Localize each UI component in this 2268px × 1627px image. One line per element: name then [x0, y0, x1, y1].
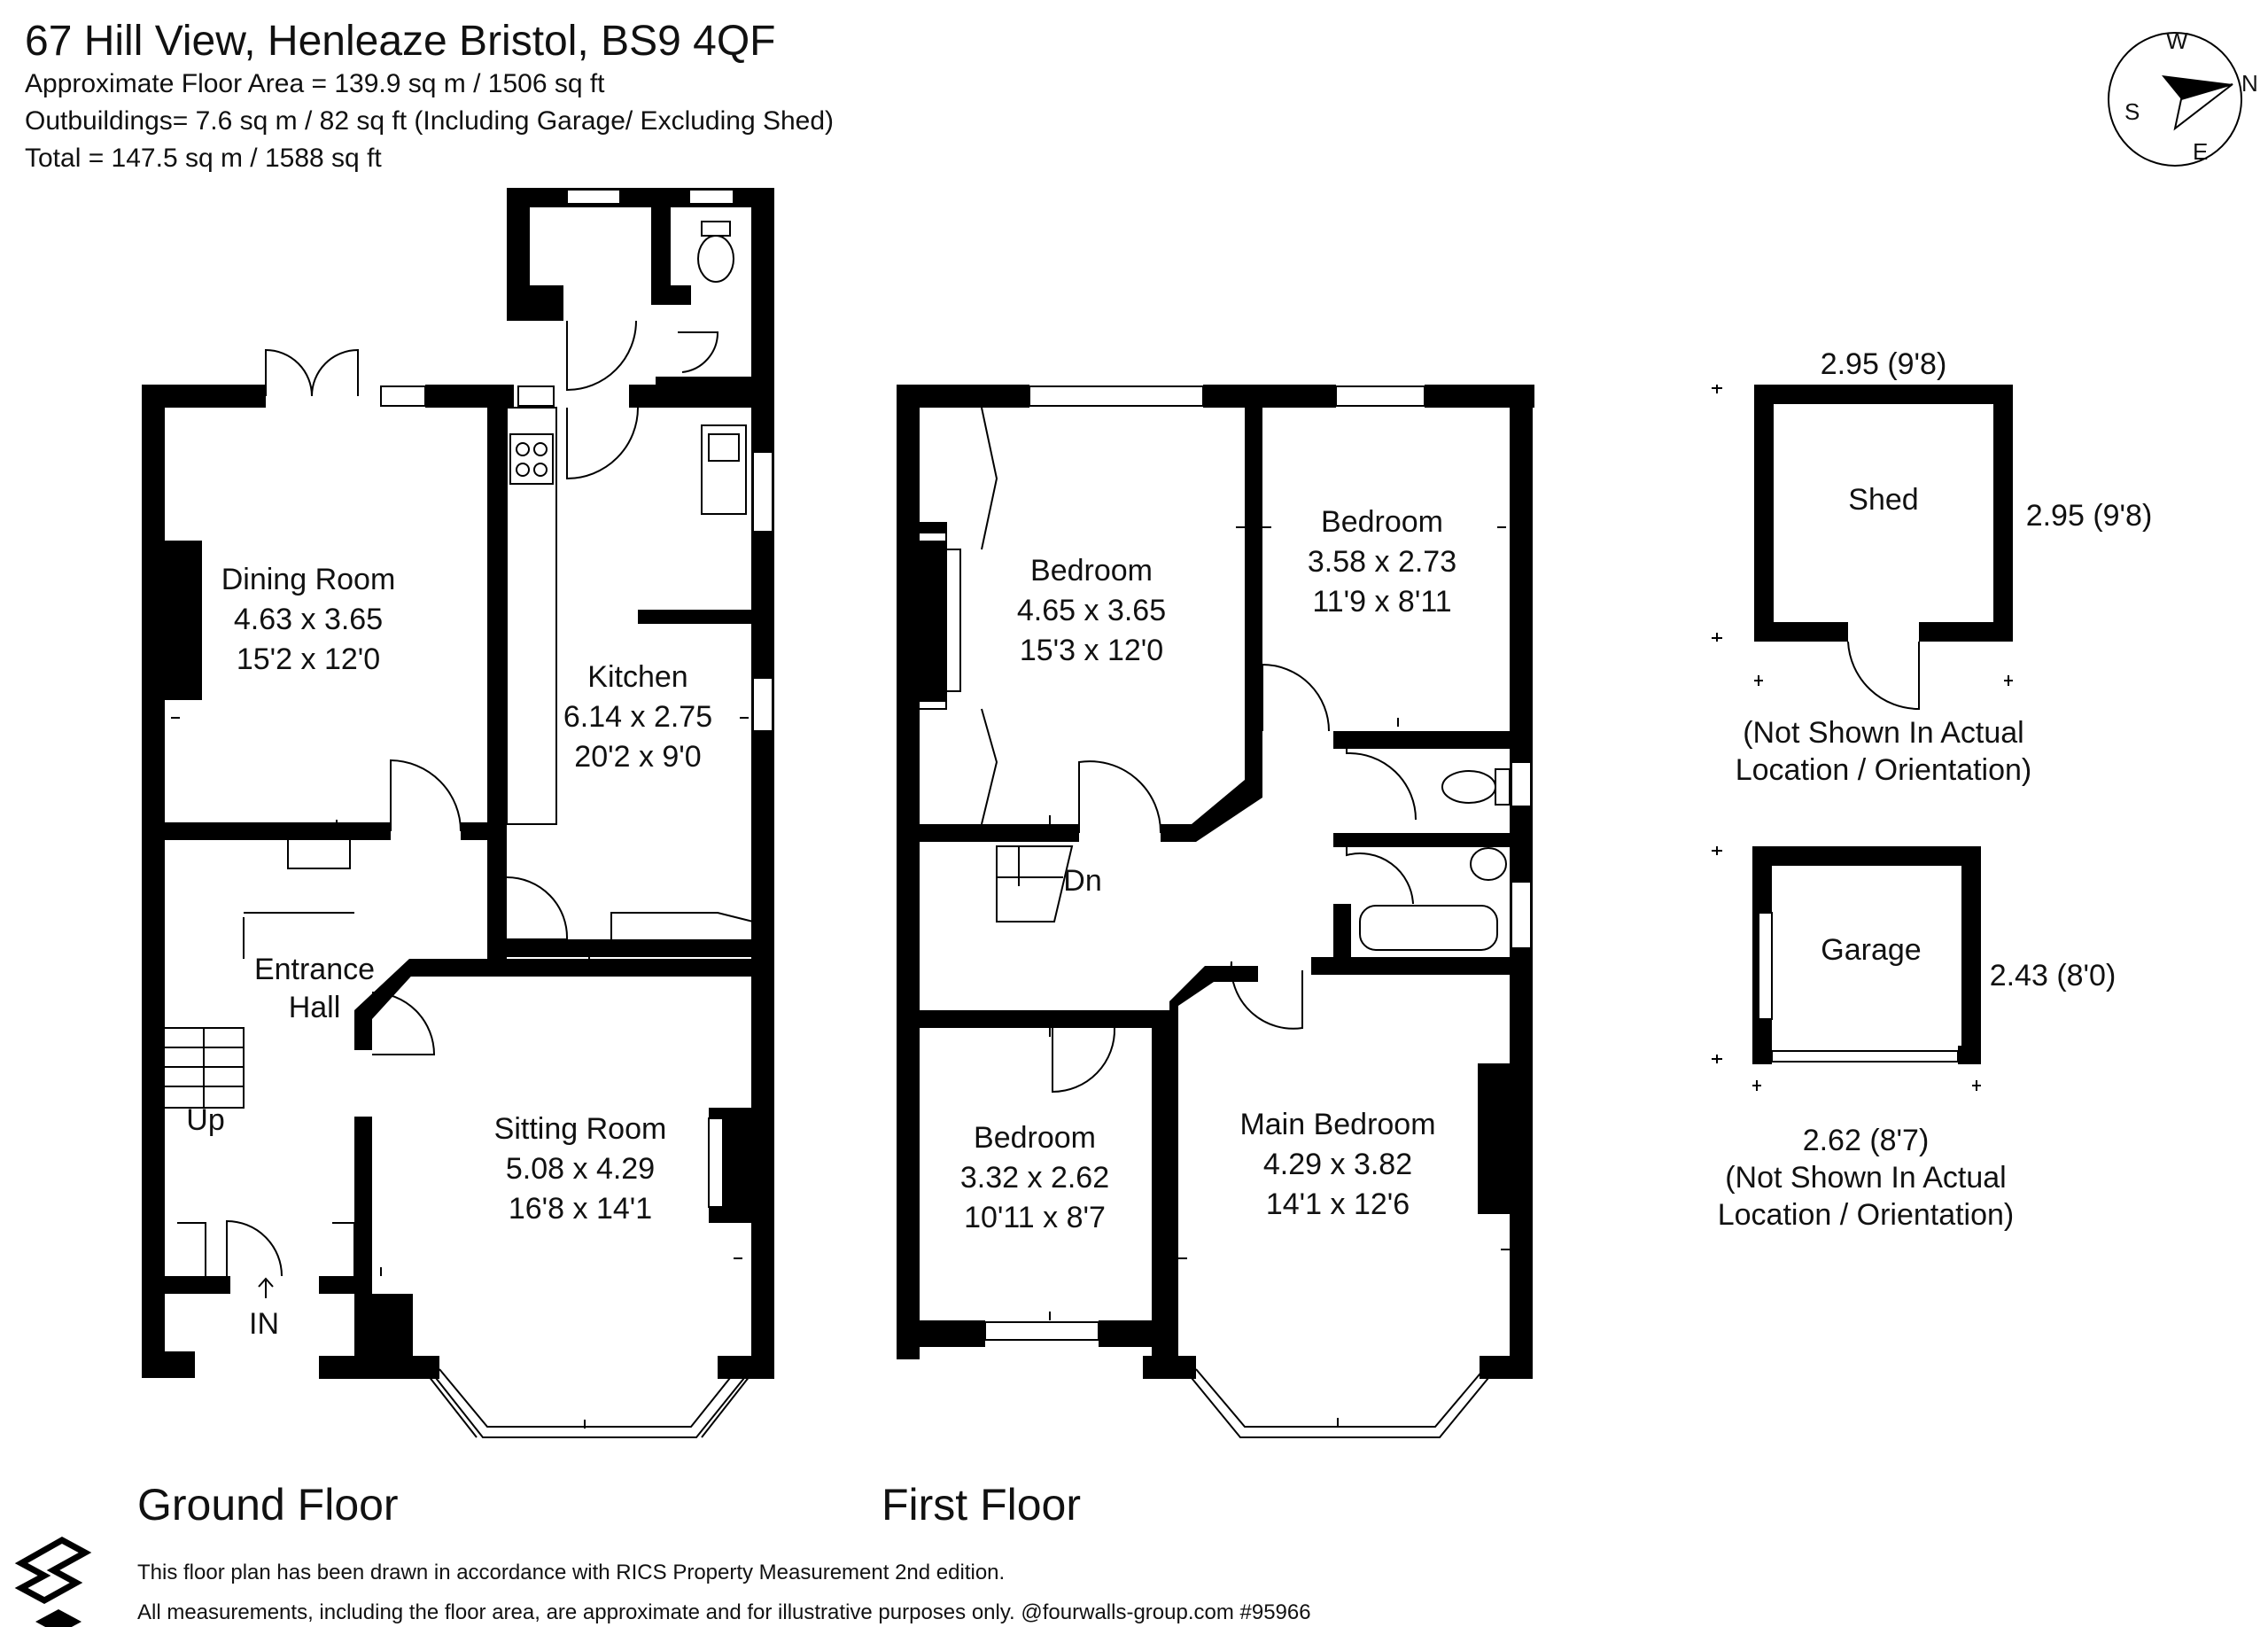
bedroom-a-metric: 4.65 x 3.65	[1017, 594, 1166, 627]
dining-room-imperial: 15'2 x 12'0	[237, 642, 380, 676]
garage-label: Garage	[1821, 933, 1921, 967]
sitting-room-imperial: 16'8 x 14'1	[509, 1192, 652, 1226]
entrance-hall-label-1: Entrance	[254, 953, 375, 986]
total-area-text: Total = 147.5 sq m / 1588 sq ft	[25, 144, 382, 173]
bedroom-a-label: Bedroom	[1030, 554, 1153, 588]
main-bedroom-imperial: 14'1 x 12'6	[1266, 1187, 1410, 1221]
stairs-down-label: Dn	[1063, 864, 1101, 898]
sitting-room-label: Sitting Room	[494, 1112, 667, 1146]
footer-rics-note: This floor plan has been drawn in accord…	[137, 1561, 1005, 1584]
garage-width: 2.62 (8'7)	[1803, 1124, 1930, 1157]
ground-floor-title: Ground Floor	[137, 1480, 399, 1530]
compass-w: W	[2166, 27, 2188, 54]
stairs-up-label: Up	[186, 1103, 224, 1137]
bedroom-c-label: Bedroom	[974, 1121, 1096, 1155]
kitchen-label: Kitchen	[587, 660, 687, 694]
property-address: 67 Hill View, Henleaze Bristol, BS9 4QF	[25, 18, 776, 65]
main-bedroom-metric: 4.29 x 3.82	[1263, 1148, 1412, 1181]
dining-room-metric: 4.63 x 3.65	[234, 603, 383, 636]
garage-note-2: Location / Orientation)	[1718, 1198, 2015, 1232]
garage-depth: 2.43 (8'0)	[1990, 959, 2117, 993]
outbuildings-text: Outbuildings= 7.6 sq m / 82 sq ft (Inclu…	[25, 106, 834, 136]
footer-disclaimer: All measurements, including the floor ar…	[137, 1600, 1311, 1624]
compass-n: N	[2241, 70, 2258, 97]
compass-e: E	[2193, 138, 2208, 165]
bedroom-b-label: Bedroom	[1321, 505, 1443, 539]
bedroom-c-metric: 3.32 x 2.62	[960, 1161, 1109, 1195]
shed-width: 2.95 (9'8)	[1821, 347, 1947, 381]
kitchen-imperial: 20'2 x 9'0	[574, 740, 701, 774]
entrance-hall-label-2: Hall	[289, 991, 341, 1024]
ground-floor-plan: Dining Room 4.63 x 3.65 15'2 x 12'0 Kitc…	[142, 188, 774, 1438]
dining-room-label: Dining Room	[221, 563, 396, 596]
compass-s: S	[2124, 98, 2140, 125]
shed-plan: 2.95 (9'8) 2.95 (9'8) Shed (Not Shown In…	[1712, 347, 2152, 787]
shed-note-2: Location / Orientation)	[1736, 753, 2032, 787]
fourwalls-logo-icon	[14, 1537, 92, 1627]
shed-label: Shed	[1848, 483, 1918, 517]
first-floor-title: First Floor	[882, 1480, 1081, 1530]
shed-note-1: (Not Shown In Actual	[1743, 716, 2024, 750]
entrance-in-label: IN	[249, 1307, 279, 1341]
bedroom-b-imperial: 11'9 x 8'11	[1312, 585, 1451, 619]
garage-note-1: (Not Shown In Actual	[1725, 1161, 2007, 1195]
bedroom-c-imperial: 10'11 x 8'7	[964, 1201, 1106, 1234]
shed-depth: 2.95 (9'8)	[2026, 499, 2153, 533]
kitchen-metric: 6.14 x 2.75	[563, 700, 712, 734]
bedroom-b-metric: 3.58 x 2.73	[1308, 545, 1456, 579]
main-bedroom-label: Main Bedroom	[1239, 1108, 1435, 1141]
floor-area-text: Approximate Floor Area = 139.9 sq m / 15…	[25, 69, 605, 98]
first-floor-plan: Bedroom 4.65 x 3.65 15'3 x 12'0 Bedroom …	[897, 385, 1534, 1438]
compass-icon: W N S E	[2108, 27, 2258, 167]
garage-plan: Garage 2.43 (8'0) 2.62 (8'7) (Not Shown …	[1712, 846, 2116, 1232]
sitting-room-metric: 5.08 x 4.29	[506, 1152, 655, 1186]
bedroom-a-imperial: 15'3 x 12'0	[1020, 634, 1163, 667]
